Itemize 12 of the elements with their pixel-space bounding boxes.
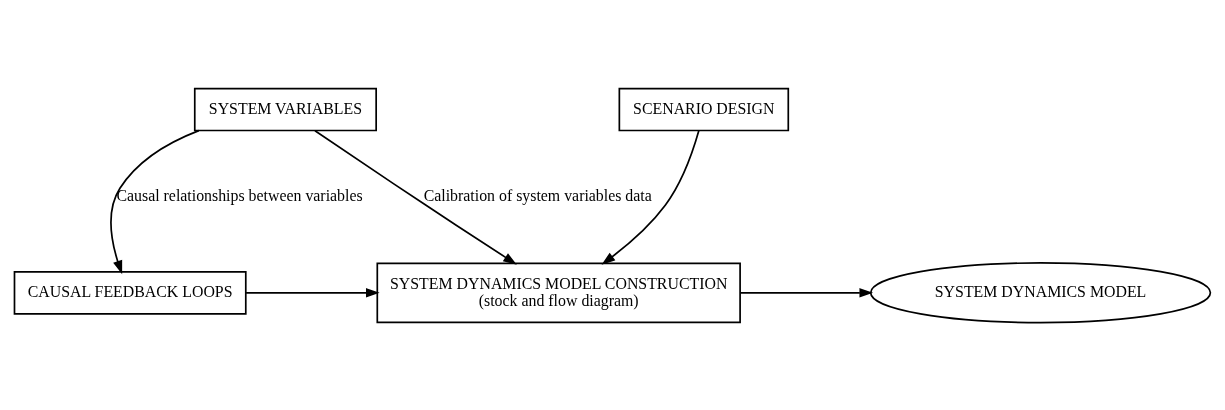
- edge-label: Calibration of system variables data: [423, 186, 652, 204]
- node-box: CAUSAL FEEDBACK LOOPS: [13, 270, 247, 315]
- arrow: [601, 129, 700, 265]
- arrow: [739, 287, 874, 298]
- arrow: [110, 129, 200, 274]
- arrow: [314, 129, 517, 265]
- node-ellipse: SYSTEM DYNAMICS MODEL: [869, 261, 1212, 323]
- arrow: [245, 287, 380, 298]
- node-box: SYSTEM VARIABLES: [193, 87, 377, 131]
- node-box: SYSTEM DYNAMICS MODEL CONSTRUCTION (stock and flow diagram): [376, 261, 741, 323]
- edge-label: Causal relationships between variables: [116, 186, 363, 204]
- node-box: SCENARIO DESIGN: [618, 87, 790, 131]
